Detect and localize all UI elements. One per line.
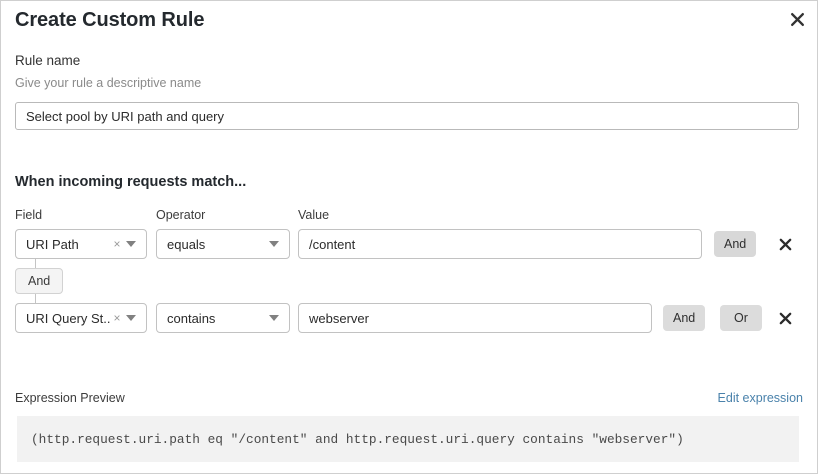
- close-icon[interactable]: [787, 9, 807, 29]
- match-section-heading: When incoming requests match...: [15, 174, 247, 190]
- condition-value-input-2[interactable]: [298, 303, 652, 333]
- logic-and-button-2[interactable]: And: [663, 305, 706, 331]
- expression-preview-label: Expression Preview: [15, 391, 125, 405]
- group-logic-and-badge[interactable]: And: [15, 268, 64, 294]
- rule-name-input[interactable]: [15, 102, 799, 130]
- column-header-operator: Operator: [156, 208, 206, 222]
- page-title: Create Custom Rule: [15, 9, 205, 31]
- rule-name-help-text: Give your rule a descriptive name: [15, 76, 202, 90]
- edit-expression-link[interactable]: Edit expression: [717, 391, 803, 405]
- chevron-down-icon-2: [126, 315, 136, 321]
- condition-operator-value-2: contains: [167, 310, 216, 326]
- condition-operator-value-1: equals: [167, 236, 206, 252]
- expression-preview-code: (http.request.uri.path eq "/content" and…: [17, 416, 799, 462]
- column-header-value: Value: [298, 208, 330, 222]
- condition-operator-select-2[interactable]: contains: [156, 303, 290, 333]
- condition-operator-select-1[interactable]: equals: [156, 229, 290, 259]
- rule-name-label: Rule name: [15, 53, 81, 68]
- condition-field-select-1[interactable]: URI Path ×: [15, 229, 147, 259]
- chevron-down-icon-1: [126, 241, 136, 247]
- logic-and-button-1[interactable]: And: [714, 231, 757, 257]
- chevron-down-icon-operator-1: [269, 241, 279, 247]
- delete-condition-icon-1[interactable]: [776, 235, 794, 253]
- clear-field-icon-2[interactable]: ×: [113, 311, 121, 325]
- delete-condition-icon-2[interactable]: [776, 309, 794, 327]
- condition-field-select-2[interactable]: URI Query St... ×: [15, 303, 147, 333]
- chevron-down-icon-operator-2: [269, 315, 279, 321]
- condition-field-value-2: URI Query St...: [26, 310, 110, 326]
- condition-value-input-1[interactable]: [298, 229, 702, 259]
- condition-field-value-1: URI Path: [26, 236, 79, 252]
- logic-or-button-2[interactable]: Or: [720, 305, 762, 331]
- column-header-field: Field: [15, 208, 43, 222]
- clear-field-icon-1[interactable]: ×: [113, 237, 121, 251]
